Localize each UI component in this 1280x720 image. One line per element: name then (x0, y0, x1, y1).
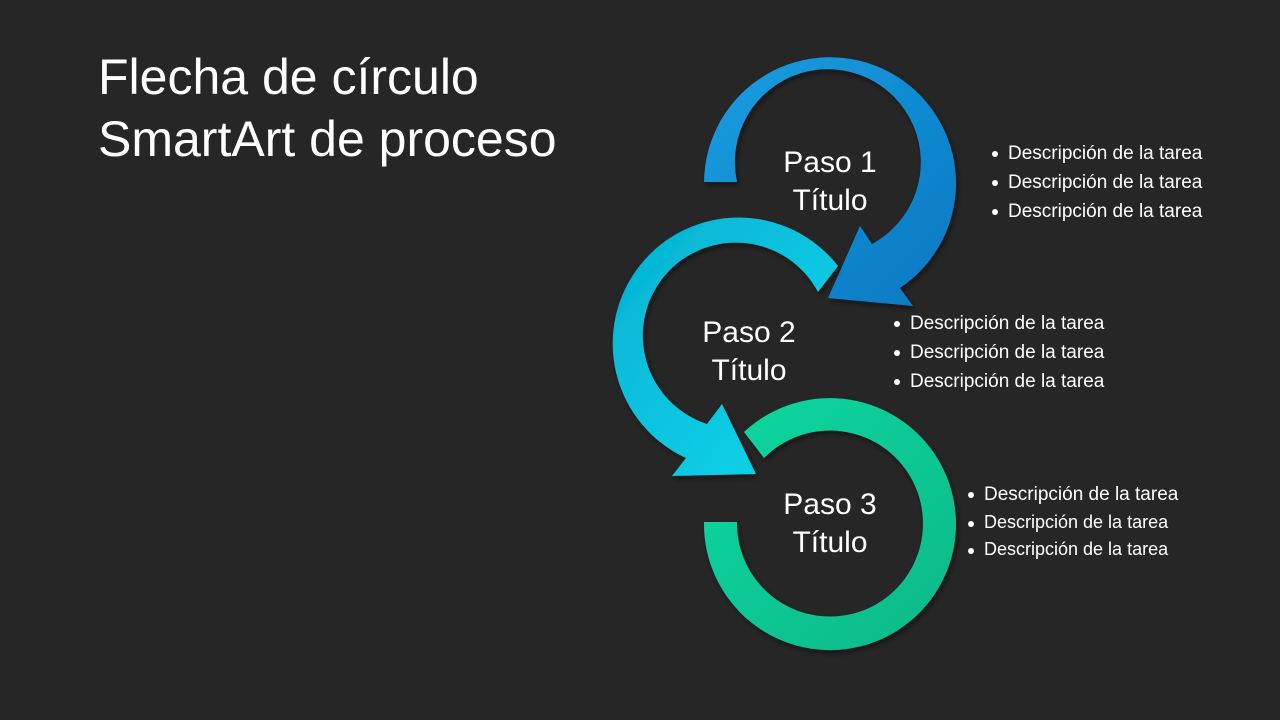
step-3-title-line-1: Paso 3 (783, 488, 877, 521)
title-line-2: SmartArt de proceso (98, 111, 557, 167)
step-2-arrow (612, 217, 838, 476)
step-1-bullet-list: Descripción de la tarea Descripción de l… (990, 139, 1202, 226)
step-3-bullet: Descripción de la tarea (966, 480, 1178, 509)
step-2-bullet: Descripción de la tarea (892, 338, 1104, 367)
step-3-title: Paso 3 Título (750, 486, 910, 562)
step-1-title: Paso 1 Título (750, 144, 910, 220)
step-3-bullet: Descripción de la tarea (966, 536, 1178, 563)
step-2-title-line-1: Paso 2 (702, 316, 796, 349)
title-line-1: Flecha de círculo (98, 49, 479, 105)
step-1-title-line-2: Título (792, 184, 868, 217)
step-2-bullet-list: Descripción de la tarea Descripción de l… (892, 309, 1104, 396)
step-1-bullet: Descripción de la tarea (990, 139, 1202, 168)
step-3-bullet-list: Descripción de la tarea Descripción de l… (966, 480, 1178, 563)
step-1-bullet: Descripción de la tarea (990, 197, 1202, 226)
step-1-arrow (704, 57, 956, 306)
step-3-bullet: Descripción de la tarea (966, 509, 1178, 536)
step-1-title-line-1: Paso 1 (783, 146, 877, 179)
slide-title: Flecha de círculo SmartArt de proceso (98, 46, 557, 170)
step-3-title-line-2: Título (792, 526, 868, 559)
step-1-bullet: Descripción de la tarea (990, 168, 1202, 197)
step-2-bullet: Descripción de la tarea (892, 367, 1104, 396)
step-2-bullet: Descripción de la tarea (892, 309, 1104, 338)
step-2-title-line-2: Título (711, 354, 787, 387)
step-2-title: Paso 2 Título (669, 314, 829, 390)
